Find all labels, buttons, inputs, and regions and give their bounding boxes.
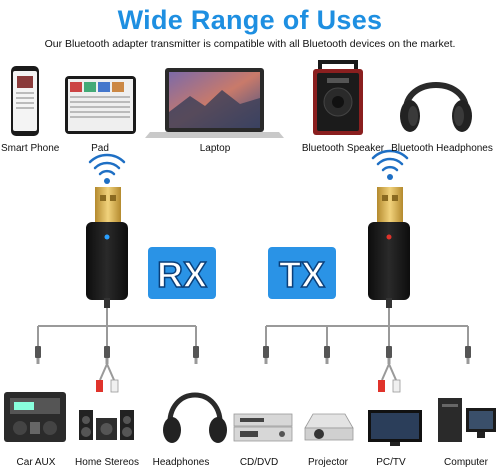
tx-cable-tree	[265, 308, 469, 346]
rca-plug-icon	[96, 363, 119, 393]
tx-dongle-icon	[368, 187, 410, 308]
label-bluetooth-headphones: Bluetooth Headphones	[391, 143, 493, 154]
label-smart-phone: Smart Phone	[1, 143, 60, 154]
pc-tv-icon	[368, 410, 422, 446]
label-car-aux: Car AUX	[16, 457, 56, 468]
label-laptop: Laptop	[199, 143, 231, 154]
label-headphones: Headphones	[152, 457, 210, 468]
tx-signal-icon	[371, 149, 409, 180]
rx-badge	[148, 247, 216, 299]
bluetooth-speaker-icon	[313, 60, 363, 135]
label-pad: Pad	[91, 143, 109, 154]
label-pc-tv: PC/TV	[376, 457, 406, 468]
rx-signal-icon	[88, 153, 126, 184]
label-computer: Computer	[444, 457, 488, 468]
label-projector: Projector	[307, 457, 348, 468]
rx-label: RX	[157, 254, 207, 295]
rx-dongle-icon	[86, 187, 128, 308]
label-bluetooth-speaker: Bluetooth Speaker	[301, 143, 385, 154]
cd-dvd-icon	[233, 413, 293, 442]
computer-icon	[438, 398, 496, 442]
audio-jacks	[35, 346, 471, 364]
page-title: Wide Range of Uses	[117, 5, 383, 35]
projector-icon	[304, 413, 354, 441]
label-home-stereos: Home Stereos	[75, 457, 139, 468]
tx-label: TX	[279, 254, 325, 295]
home-stereos-icon	[79, 410, 134, 440]
bluetooth-headphones-icon	[400, 82, 472, 132]
pad-icon	[65, 76, 136, 134]
laptop-icon	[145, 68, 284, 138]
tx-badge	[268, 247, 336, 299]
label-cd-dvd: CD/DVD	[239, 457, 279, 468]
car-aux-icon	[4, 392, 66, 442]
smart-phone-icon	[11, 66, 39, 136]
page-subtitle: Our Bluetooth adapter transmitter is com…	[44, 38, 456, 50]
rca-plug-icon	[378, 363, 401, 393]
headphones-icon	[163, 392, 227, 443]
rx-cable-tree	[37, 308, 197, 346]
